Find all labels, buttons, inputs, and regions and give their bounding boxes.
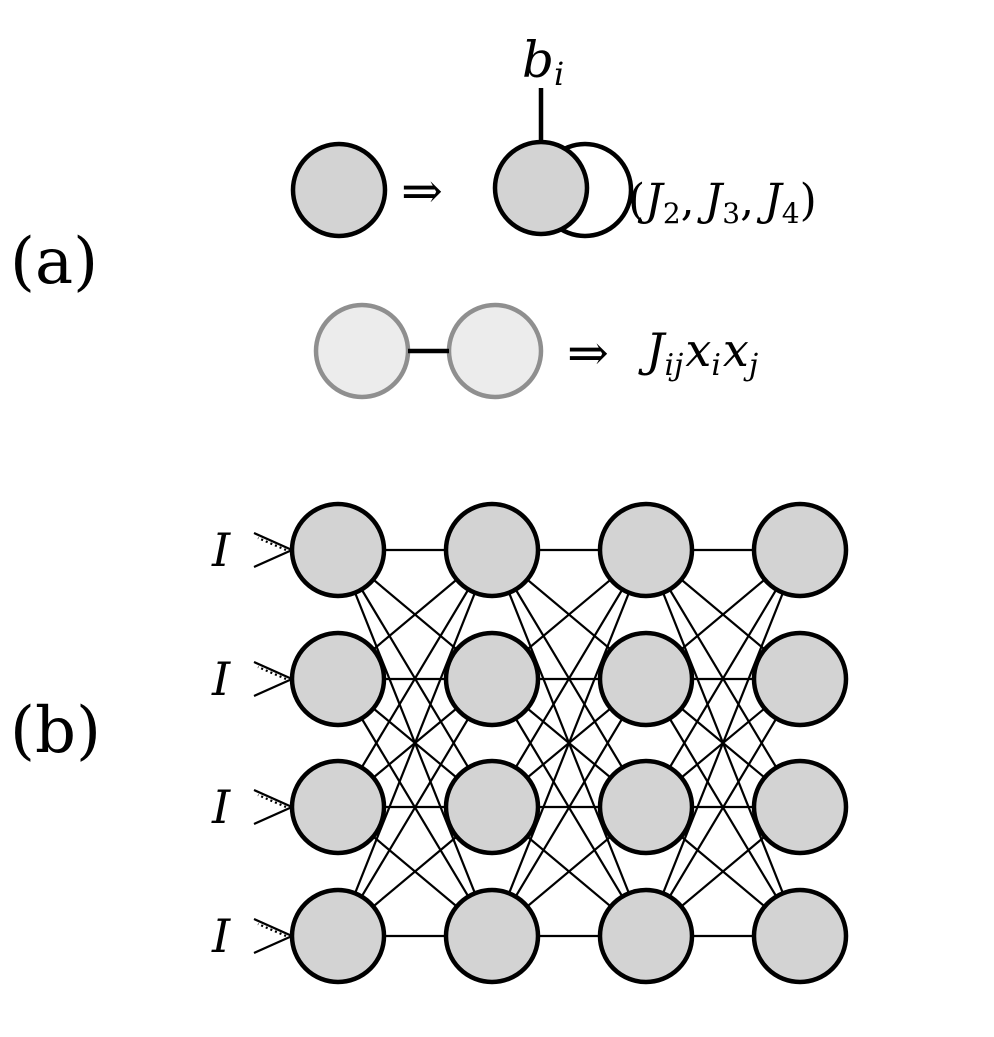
input-arrow-head (253, 531, 293, 552)
input-arrow-head (253, 788, 293, 809)
coupling-edge (645, 549, 801, 808)
input-label: I (211, 780, 231, 834)
network-node (443, 758, 541, 856)
network-node (751, 630, 849, 728)
implies-arrow-a2: ⇒ (567, 324, 609, 382)
coupling-edge (337, 549, 493, 808)
network-node (597, 887, 695, 985)
pair-term: Jijxixj (638, 323, 758, 383)
network-node (751, 758, 849, 856)
coupling-edge (491, 549, 647, 808)
panel-a-label: (a) (10, 225, 98, 299)
input-arrow-shaft (257, 665, 287, 681)
input-arrow-shaft (257, 793, 287, 809)
input-label: I (211, 909, 231, 963)
network-node (289, 501, 387, 599)
coupling-edge (336, 549, 494, 937)
input-arrow-head (253, 660, 293, 681)
network-node (443, 887, 541, 985)
input-arrow-head (253, 934, 293, 955)
network-nodes (289, 501, 849, 985)
input-arrow-head (253, 917, 293, 938)
network-node (443, 501, 541, 599)
input-arrow-head (253, 548, 293, 569)
network-node (289, 887, 387, 985)
network-node (289, 630, 387, 728)
input-label: I (211, 523, 231, 577)
implies-arrow-a1: ⇒ (401, 162, 443, 220)
network-node (443, 630, 541, 728)
input-label: I (211, 652, 231, 706)
biased-node (492, 139, 590, 237)
network-node (597, 630, 695, 728)
network-node (597, 501, 695, 599)
bias-label: bi (522, 31, 564, 93)
coupling-edge (490, 549, 648, 937)
input-arrow-head (253, 677, 293, 698)
network-node (597, 758, 695, 856)
coupling-terms: (J2,J3,J4) (628, 175, 817, 230)
pair-node-left (313, 302, 411, 400)
input-arrow-shaft (257, 536, 287, 552)
input-arrow-shaft (257, 922, 287, 938)
network-inputs: I I I I (211, 523, 293, 963)
panel-b-label: (b) (10, 694, 101, 768)
coupling-edge (644, 549, 802, 937)
single-node (290, 141, 388, 239)
coupling-edge (491, 678, 647, 937)
network-node (751, 887, 849, 985)
coupling-edge (645, 678, 801, 937)
network-node (289, 758, 387, 856)
pair-node-right (446, 302, 544, 400)
coupling-edge (337, 678, 493, 937)
input-arrow-head (253, 805, 293, 826)
network-node (751, 501, 849, 599)
network-edges (336, 548, 802, 938)
